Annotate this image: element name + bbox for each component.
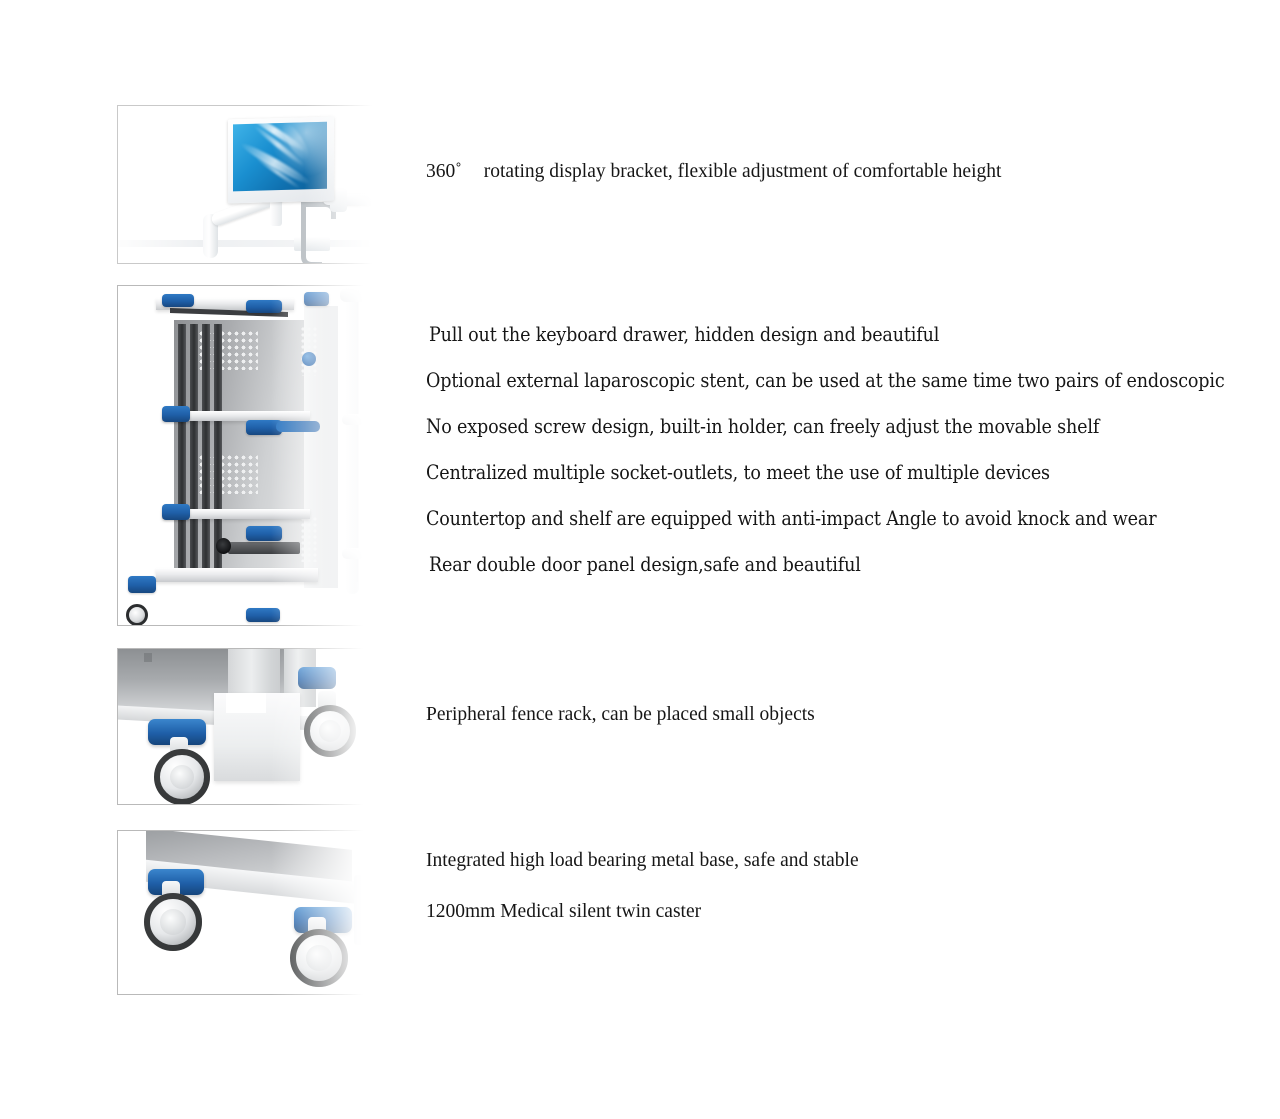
pole-head-bracket xyxy=(340,288,392,302)
perforated-panel xyxy=(300,326,318,376)
desk-surface xyxy=(118,240,397,247)
pole-clip xyxy=(342,548,364,559)
caster-tyre xyxy=(144,893,202,951)
feature-line-laparoscopic-stent: Optional external laparoscopic stent, ca… xyxy=(426,369,1225,392)
anti-impact-bumper xyxy=(246,608,280,622)
photo-frame-cart-rack xyxy=(117,284,399,627)
cart-shelf xyxy=(162,411,310,421)
basket-notch xyxy=(226,693,266,713)
feature-line-anti-impact-angle: Countertop and shelf are equipped with a… xyxy=(426,507,1157,530)
pole-end-cap xyxy=(364,584,390,600)
peripheral-fence-rack-basket xyxy=(214,693,300,781)
caster-tyre xyxy=(154,749,210,804)
metal-base-illustration xyxy=(118,831,397,994)
anti-impact-bumper xyxy=(304,292,329,306)
anti-impact-bumper xyxy=(162,294,194,307)
degree-description: rotating display bracket, flexible adjus… xyxy=(483,161,1002,182)
monitor-illustration xyxy=(118,106,397,263)
cart-base-shelf xyxy=(156,568,318,582)
anti-impact-bumper xyxy=(298,667,336,689)
feature-line-rear-double-door: Rear double door panel design,safe and b… xyxy=(429,553,861,576)
shelf-lock-knob xyxy=(302,352,316,366)
monitor-arm-post xyxy=(203,214,218,258)
caster-hub xyxy=(306,945,332,971)
feature-line-monitor-bracket: 360˚ rotating display bracket, flexible a… xyxy=(426,162,1001,182)
anti-impact-bumper xyxy=(246,300,282,313)
feature-line-fence-rack: Peripheral fence rack, can be placed sma… xyxy=(426,704,815,725)
fence-rack-illustration xyxy=(118,649,397,804)
shelf-adjust-rail xyxy=(202,324,210,574)
monitor-screen xyxy=(233,121,327,192)
cart-shelf xyxy=(162,509,310,519)
caster-hub xyxy=(160,909,186,935)
anti-impact-bumper xyxy=(246,526,282,541)
laparoscopic-stent-arm xyxy=(276,421,320,432)
cart-rack-illustration xyxy=(118,286,397,625)
monitor-bezel xyxy=(228,116,334,204)
twin-caster-wheel xyxy=(154,749,210,804)
caster-wheel xyxy=(126,604,148,625)
feature-line-twin-caster: 1200mm Medical silent twin caster xyxy=(426,901,702,922)
shelf-adjust-rail xyxy=(178,324,186,574)
anti-impact-bumper xyxy=(162,406,190,422)
feature-line-socket-outlets: Centralized multiple socket-outlets, to … xyxy=(426,461,1050,484)
socket-outlet-strip xyxy=(228,542,300,554)
base-support-post xyxy=(354,875,386,945)
cart-vertical-pole xyxy=(370,290,388,586)
photo-frame-monitor-bracket xyxy=(117,104,399,265)
perforated-panel xyxy=(300,516,318,562)
caster-wheel xyxy=(368,602,390,624)
photo-frame-fence-rack xyxy=(117,647,399,806)
twin-caster-wheel xyxy=(290,929,348,987)
monitor-neck xyxy=(270,200,282,226)
pole-slide-track xyxy=(354,302,358,582)
anti-impact-bumper xyxy=(162,504,190,520)
caster-hub xyxy=(169,764,195,790)
degree-value: 360˚ xyxy=(426,161,462,182)
shelf-adjust-rail xyxy=(214,324,222,574)
shelf-adjust-rail xyxy=(190,324,198,574)
cable-pass-through xyxy=(216,538,231,554)
feature-line-no-exposed-screw: No exposed screw design, built-in holder… xyxy=(426,415,1100,438)
pole-clip xyxy=(342,414,364,425)
feature-line-metal-base: Integrated high load bearing metal base,… xyxy=(426,850,859,871)
feature-line-keyboard-drawer: Pull out the keyboard drawer, hidden des… xyxy=(429,323,940,346)
anti-impact-bumper xyxy=(128,576,156,593)
photo-frame-metal-base xyxy=(117,829,399,996)
shelf-slot-row xyxy=(144,653,284,662)
twin-caster-wheel xyxy=(304,705,356,757)
twin-caster-wheel xyxy=(144,893,202,951)
